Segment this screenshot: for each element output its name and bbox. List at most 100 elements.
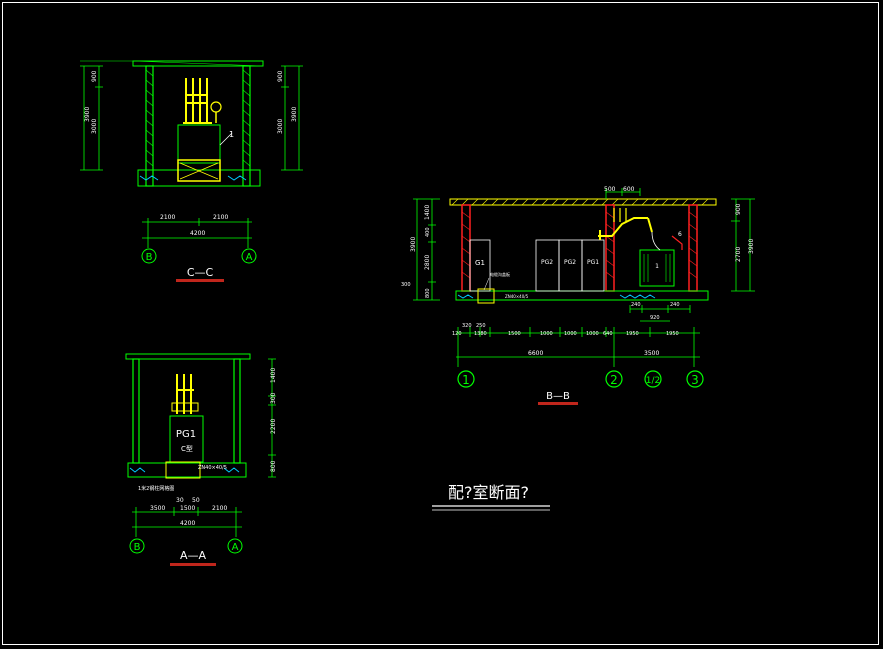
bb-axis-label-1: 1 [462,373,470,387]
bb-title-bar [538,402,578,405]
bb-bus-duct [598,217,653,240]
bb-dim-span-a: 6600 [528,350,543,357]
bb-cabinet-g1 [469,239,491,292]
bb-dim-left-3: 2800 [424,255,431,270]
bb-cabinet-pg1-label: PG1 [587,259,599,266]
cc-trench-frame [177,159,221,182]
cc-wall-hatch [145,69,251,167]
aa-axis-label-left: B [134,542,141,553]
bb-dim-left-lines [413,198,440,301]
bb-dim-left-2: 400 [425,227,431,237]
aa-trench-note: ZN40×40/5 [198,465,227,471]
aa-cabinet-label: PG1 [176,429,196,440]
bb-dim-left-4: 800 [425,288,431,298]
cc-dim-right-total: 3900 [291,107,298,122]
bb-axis-bubble-3 [686,370,704,388]
cc-axis-bubble-left [141,248,157,264]
aa-wall-right [233,358,241,464]
cc-dim-left-lines [80,65,103,171]
cc-dim-total: 4200 [190,230,205,237]
bb-trench [477,288,495,304]
bb-callout: 6 [678,231,682,238]
cc-dim-left: 2100 [160,214,175,221]
bb-axis-label-half: 1/2 [646,376,660,386]
cc-axis-bubble-right [241,248,257,264]
bb-dim-row-1: 320 [462,323,472,329]
cc-callout-leader [219,132,233,146]
bb-dim-right-total: 3900 [748,239,755,254]
aa-axis-label-right: A [232,542,239,553]
bb-dim-span-b: 3500 [644,350,659,357]
aa-bus-box [171,402,199,412]
bb-dim-top-b: 600 [623,186,635,193]
aa-dim-small-2: 50 [192,497,200,504]
bb-dim-right-1: 900 [735,203,742,215]
bb-cabinet-pg2a-label: PG2 [541,259,553,266]
aa-dim-right-lines [268,358,276,478]
bb-dim-row-6: 1000 [564,331,577,337]
section-cc: 1 3900 3000 900 900 3000 3900 2100 2100 … [80,60,303,282]
aa-wall-left [132,358,140,464]
cc-dim-left-lower: 3000 [91,119,98,134]
bb-dim-row-10: 1950 [666,331,679,337]
bb-dim-top-lines [605,188,641,199]
cc-section-title: C—C [187,266,214,279]
bb-dim-left-1: 1400 [424,205,431,220]
aa-section-title: A—A [180,549,207,562]
bb-dim-row-9: 1950 [626,331,639,337]
bb-trench-note: 电缆沟盖板 [490,271,510,277]
section-aa: PG1 C型 ZN40×40/5 1米2钢柱网格图 1400 300 2200 … [125,353,277,566]
bb-dim-left-total: 3900 [410,237,417,252]
cc-title-bar [176,279,224,282]
cc-gravel [139,175,247,181]
aa-dim-top: 1400 [270,368,277,383]
bb-dim-right-lines [731,198,755,292]
cc-dim-right-upper: 900 [277,70,284,82]
cc-trench-cross [179,162,219,180]
bb-roof-hatch [451,198,709,206]
bb-dim-row-8: 640 [603,331,613,337]
bb-red-lead [671,235,683,250]
aa-dim-horizontal-lines [132,507,242,537]
bb-dim-trench-b: 240 [670,302,680,308]
aa-dim-base: 800 [270,460,277,472]
bb-axis-label-3: 3 [691,373,699,387]
bb-wall-bushings [613,208,627,222]
aa-dim-low: 2200 [270,419,277,434]
cc-axis-label-right: A [246,252,253,263]
bb-cable-note: ZN40×40/5 [505,294,529,299]
cc-callout-label: 1 [229,130,234,139]
cc-dim-right: 2100 [213,214,228,221]
aa-dim-mid: 300 [270,392,277,404]
bb-transformer-lead [651,231,661,251]
bb-axis-label-2: 2 [610,373,618,387]
aa-busbars [176,374,194,414]
cc-dim-right-lines [281,65,303,171]
bb-dim-row-5: 1000 [540,331,553,337]
bb-gravel [457,294,656,299]
bb-roof-slab [449,198,717,206]
bb-dim-row-7: 1000 [586,331,599,337]
bb-cabinet-pg1 [581,239,605,292]
bb-dim-top-a: 500 [604,186,616,193]
bb-section-title: B—B [546,391,570,402]
bb-cabinet-pg2b-label: PG2 [564,259,576,266]
cc-cabinet [177,124,221,164]
bb-trench-leader [483,277,490,291]
aa-dim-small-1: 30 [176,497,184,504]
bb-dim-trench-lines [629,305,691,322]
cc-wall-left [145,65,154,187]
bb-column-1 [461,204,471,292]
bb-column-2 [605,204,615,292]
bb-dim-row-4: 1500 [508,331,521,337]
main-title-block: 配?室断面? [432,483,550,511]
main-title: 配?室断面? [448,483,529,502]
aa-bottom-note: 1米2钢柱网格图 [138,485,174,492]
bb-axis-bubble-half [644,370,662,388]
bb-axis-bubble-1 [457,370,475,388]
bb-column-3 [688,204,698,292]
aa-dim-c: 2100 [212,505,227,512]
cc-roof-hatch [132,60,264,67]
bb-dim-row-2: 250 [476,323,486,329]
